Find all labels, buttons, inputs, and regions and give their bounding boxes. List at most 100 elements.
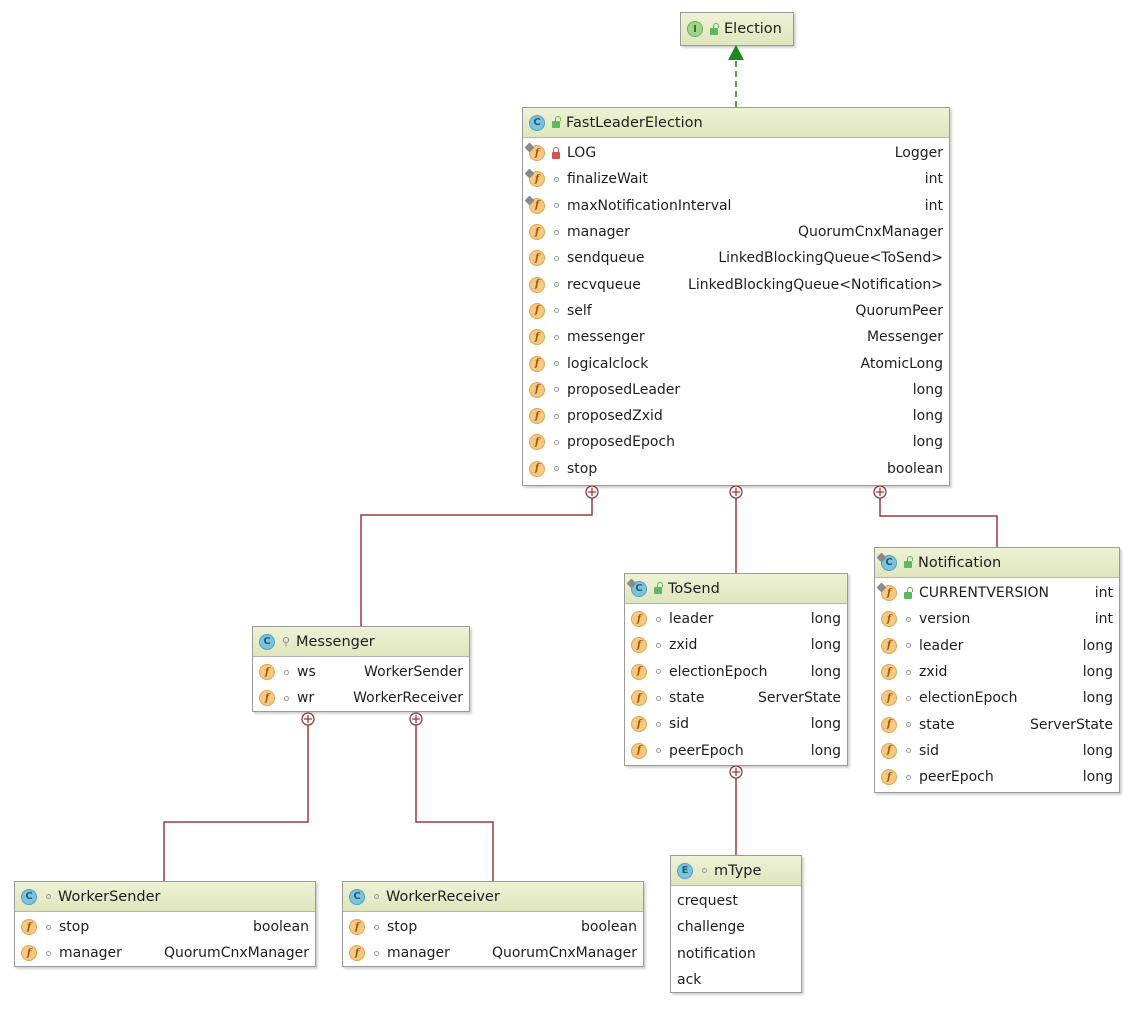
field-icon: f <box>529 250 545 267</box>
package-dot-icon <box>902 616 914 622</box>
field-name: zxid <box>669 637 698 654</box>
public-unlock-icon <box>708 22 720 35</box>
field-type: long <box>810 637 841 654</box>
enum-constant-crequest[interactable]: crequest <box>671 888 801 914</box>
enum-constant-challenge[interactable]: challenge <box>671 914 801 940</box>
field-icon: f <box>529 434 545 451</box>
package-dot-icon <box>902 722 914 728</box>
field-name: sid <box>669 716 690 733</box>
field-name: sendqueue <box>567 250 645 267</box>
field-type: boolean <box>253 919 309 936</box>
field-type: Logger <box>894 145 943 162</box>
field-type: boolean <box>887 460 943 477</box>
node-title: Notification <box>918 554 1002 571</box>
field-type: ServerState <box>1030 716 1113 733</box>
field-icon: f <box>21 945 37 962</box>
field-icon: f <box>881 611 897 628</box>
package-dot-icon <box>370 894 382 899</box>
field-type: long <box>810 742 841 759</box>
field-name: maxNotificationInterval <box>567 197 732 214</box>
static-field-icon: f <box>529 197 545 214</box>
static-field-icon: f <box>529 171 545 188</box>
field-name: peerEpoch <box>669 742 744 759</box>
edge-fle-messenger <box>360 498 593 626</box>
field-icon: f <box>529 381 545 398</box>
package-dot-icon <box>280 669 292 675</box>
field-icon: f <box>349 945 365 962</box>
field-name: version <box>919 611 971 628</box>
interface-icon: I <box>687 21 703 37</box>
edge-fle-notification <box>879 498 998 547</box>
enum-constant-notification[interactable]: notification <box>671 941 801 967</box>
protected-key-icon: ⚲ <box>281 635 291 648</box>
package-dot-icon <box>550 361 562 367</box>
public-unlock-icon <box>902 556 914 568</box>
field-name: state <box>919 716 955 733</box>
field-icon: f <box>259 664 275 681</box>
field-type: long <box>912 408 943 425</box>
field-icon: f <box>631 690 647 707</box>
package-dot-icon <box>42 924 54 930</box>
node-title: WorkerReceiver <box>386 888 500 905</box>
field-type: LinkedBlockingQueue<Notification> <box>688 276 943 293</box>
field-name: proposedEpoch <box>567 434 676 451</box>
field-proposed-epoch[interactable]: f proposedEpoch long <box>523 429 949 455</box>
field-name: manager <box>387 945 450 962</box>
field-type: long <box>912 434 943 451</box>
field-type: QuorumCnxManager <box>491 945 637 962</box>
field-icon: f <box>631 663 647 680</box>
node-header: C⚲Messenger <box>253 627 469 657</box>
field-icon: f <box>631 716 647 733</box>
package-dot-icon <box>370 950 382 956</box>
anchor-messenger-workersender-icon <box>301 712 315 726</box>
enum-constant-ack[interactable]: ack <box>671 967 801 993</box>
field-icon: f <box>259 690 275 707</box>
field-manager[interactable]: f manager QuorumCnxManager <box>343 940 643 966</box>
field-name: wr <box>297 690 315 707</box>
field-name: stop <box>387 919 418 936</box>
package-dot-icon <box>652 642 664 648</box>
